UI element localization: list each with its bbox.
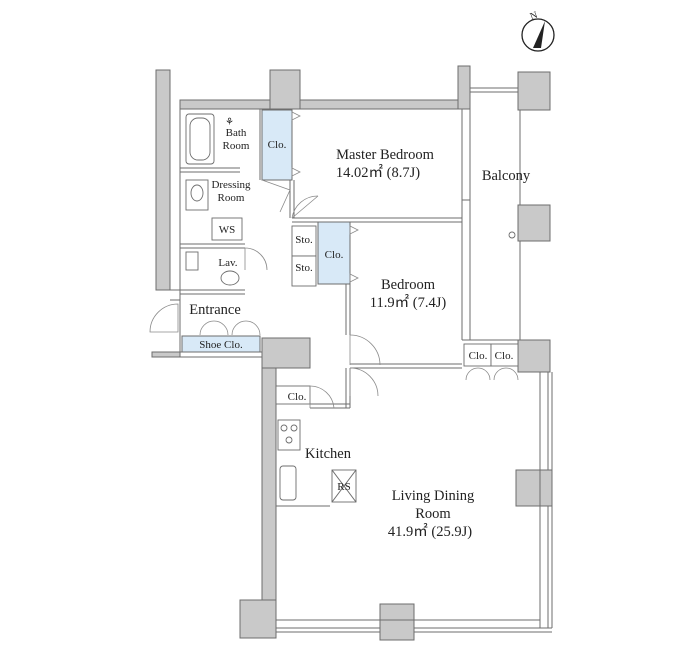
bedroom-name: Bedroom bbox=[381, 277, 436, 293]
svg-text:⚘: ⚘ bbox=[225, 117, 234, 128]
north-compass-icon: N bbox=[521, 10, 555, 52]
master-bedroom-area: 14.02㎡ (8.7J) bbox=[336, 164, 420, 181]
kitchen-sink-icon bbox=[279, 465, 297, 501]
closets bbox=[181, 109, 519, 405]
closet-master-label: Clo. bbox=[268, 139, 287, 151]
closet-balcony-1-label: Clo. bbox=[469, 350, 488, 362]
stove-icon bbox=[277, 419, 301, 451]
lav-name: Lav. bbox=[218, 257, 237, 269]
compass-label: N bbox=[529, 10, 540, 23]
storage-labels: Clo. Clo. Clo. Clo. Clo. Sto. Sto. Shoe … bbox=[199, 139, 513, 493]
balcony-name: Balcony bbox=[482, 168, 531, 184]
dressing-room-line1: Dressing bbox=[211, 179, 251, 191]
closet-balcony-2 bbox=[490, 343, 519, 367]
storage-2 bbox=[291, 255, 317, 287]
closet-bedroom-label: Clo. bbox=[325, 249, 344, 261]
shoe-closet bbox=[181, 335, 261, 353]
washer-space-label: WS bbox=[219, 224, 236, 236]
closet-master bbox=[261, 109, 293, 181]
doors bbox=[149, 111, 519, 409]
interior-walls bbox=[170, 87, 553, 633]
entrance-name: Entrance bbox=[189, 302, 241, 318]
master-bedroom-name: Master Bedroom bbox=[336, 147, 435, 163]
storage-2-label: Sto. bbox=[295, 262, 313, 274]
refrigerator-space-label: RS bbox=[337, 481, 350, 493]
washer-space bbox=[211, 217, 243, 241]
room-labels: Master Bedroom 14.02㎡ (8.7J) Balcony Bed… bbox=[189, 127, 531, 540]
living-name-line2: Room bbox=[415, 506, 451, 522]
storage-1 bbox=[291, 225, 317, 257]
kitchen-name: Kitchen bbox=[305, 446, 352, 462]
closet-bedroom bbox=[317, 221, 351, 285]
bedroom-area: 11.9㎡ (7.4J) bbox=[370, 294, 447, 311]
fixtures: ⚘ bbox=[185, 113, 357, 503]
shoe-closet-label: Shoe Clo. bbox=[199, 339, 243, 351]
exterior-walls bbox=[151, 65, 553, 641]
dressing-room-line2: Room bbox=[218, 192, 245, 204]
living-name-line1: Living Dining bbox=[392, 488, 475, 504]
living-area: 41.9㎡ (25.9J) bbox=[388, 523, 472, 540]
closet-balcony-2-label: Clo. bbox=[495, 350, 514, 362]
bath-room-line2: Room bbox=[223, 140, 250, 152]
closet-kitchen-label: Clo. bbox=[288, 391, 307, 403]
toilet-icon bbox=[185, 251, 199, 271]
bath-room-line1: Bath bbox=[226, 127, 247, 139]
storage-1-label: Sto. bbox=[295, 234, 313, 246]
